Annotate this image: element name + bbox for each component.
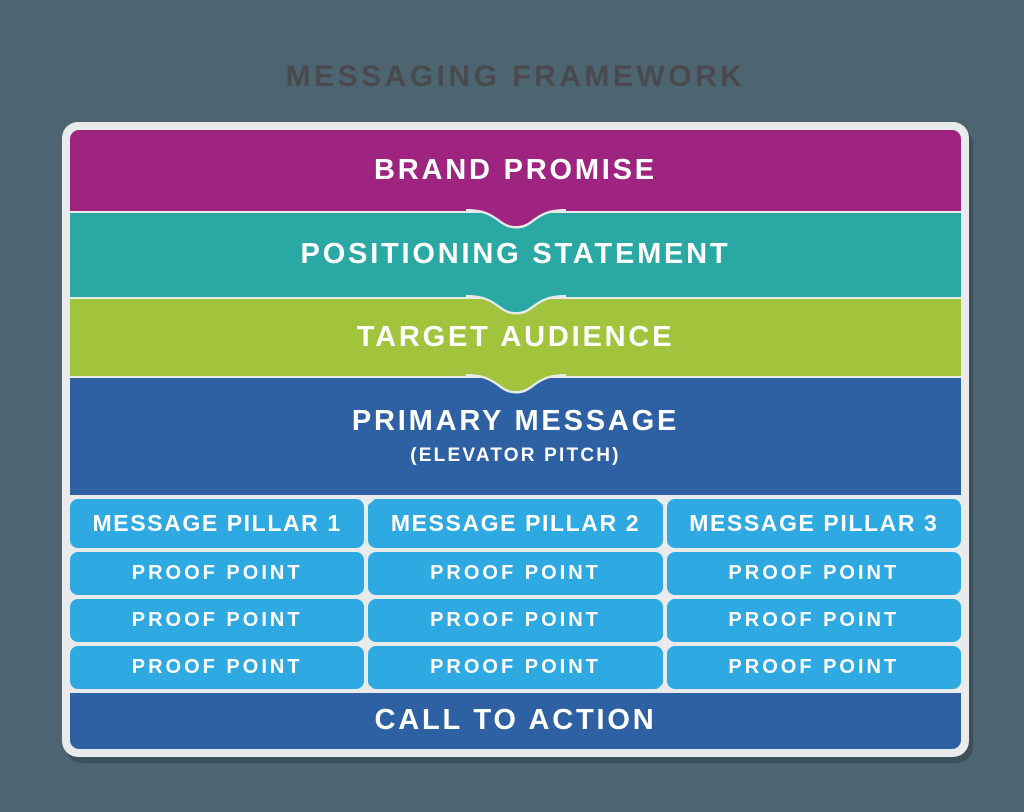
level-brand-promise: BRAND PROMISE: [70, 130, 961, 229]
level-primary-message: PRIMARY MESSAGE (ELEVATOR PITCH): [70, 378, 961, 495]
proof-point-cell: PROOF POINT: [666, 552, 961, 595]
notch-triangle-icon: [655, 683, 674, 691]
pillar-1-header: MESSAGE PILLAR 1: [70, 499, 365, 548]
proof-point-cell: PROOF POINT: [368, 599, 663, 642]
pillars-grid: MESSAGE PILLAR 1 MESSAGE PILLAR 2 MESSAG…: [70, 498, 961, 691]
proof-point-row: PROOF POINT PROOF POINT PROOF POINT: [70, 646, 961, 689]
proof-point-cell: PROOF POINT: [666, 599, 961, 642]
notch-triangle-icon: [357, 683, 376, 691]
proof-point-row: PROOF POINT PROOF POINT PROOF POINT: [70, 552, 961, 595]
proof-point-cell: PROOF POINT: [368, 552, 663, 595]
chevron-down-notch-icon: [465, 374, 566, 394]
proof-point-row: PROOF POINT PROOF POINT PROOF POINT: [70, 599, 961, 642]
page-title: MESSAGING FRAMEWORK: [285, 60, 746, 93]
notch-triangle-icon: [357, 498, 376, 506]
proof-point-cell: PROOF POINT: [368, 646, 663, 689]
proof-point-cell: PROOF POINT: [70, 552, 365, 595]
proof-point-cell: PROOF POINT: [666, 646, 961, 689]
notch-triangle-icon: [655, 498, 674, 506]
pillar-2-header: MESSAGE PILLAR 2: [368, 499, 663, 548]
chevron-down-notch-icon: [465, 295, 566, 315]
pillar-header-row: MESSAGE PILLAR 1 MESSAGE PILLAR 2 MESSAG…: [70, 499, 961, 548]
level-sublabel: (ELEVATOR PITCH): [410, 444, 621, 466]
level-label: PRIMARY MESSAGE: [351, 405, 680, 438]
level-label: CALL TO ACTION: [374, 704, 657, 737]
proof-point-cell: PROOF POINT: [70, 599, 365, 642]
framework-panel: BRAND PROMISE POSITIONING STATEMENT TARG…: [62, 122, 969, 757]
level-label: POSITIONING STATEMENT: [300, 238, 731, 271]
level-label: BRAND PROMISE: [374, 153, 657, 186]
level-label: TARGET AUDIENCE: [356, 320, 675, 353]
level-target-audience: TARGET AUDIENCE: [70, 299, 961, 394]
pillar-3-header: MESSAGE PILLAR 3: [666, 499, 961, 548]
level-call-to-action: CALL TO ACTION: [70, 693, 961, 749]
proof-point-cell: PROOF POINT: [70, 646, 365, 689]
chevron-down-notch-icon: [465, 209, 566, 229]
